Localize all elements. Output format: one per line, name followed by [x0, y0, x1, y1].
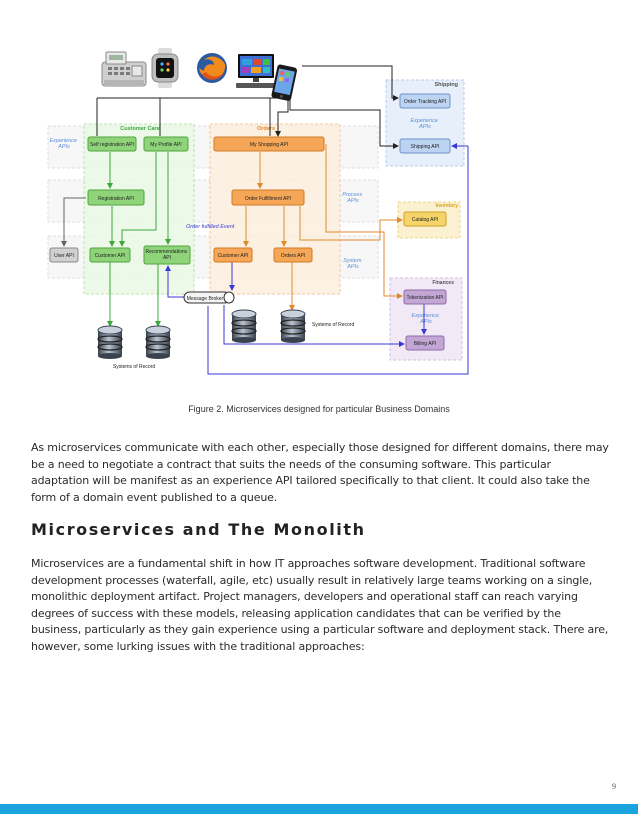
customer-api-box-left — [89, 247, 131, 263]
orders-api-box — [273, 247, 313, 263]
connector-phone-to-my-shopping — [275, 98, 289, 137]
database-icon-1 — [97, 325, 123, 359]
connector-shopping-to-tokenization — [325, 144, 403, 299]
message-broker: Message Broker — [183, 291, 235, 304]
orders-api-label: Orders API — [281, 253, 305, 259]
customer-api-label-left: Customer API — [95, 253, 126, 259]
page-number: 9 — [612, 782, 616, 791]
layer-label-experience-finances: Experience APIs — [411, 313, 440, 325]
firefox-browser-icon — [197, 53, 227, 83]
order-tracking-api-label: Order Tracking API — [404, 99, 446, 105]
connector-broker-to-recommendations — [165, 265, 184, 298]
my-profile-api-box — [143, 136, 189, 152]
customer-care-zone — [83, 123, 195, 295]
database-icon-2 — [145, 325, 171, 359]
layer-label-experience-shipping: Experience APIs — [410, 118, 439, 130]
my-shopping-api-box — [213, 136, 325, 152]
footer-bar — [0, 804, 638, 814]
billing-api-box — [405, 335, 445, 351]
tokenization-api-box — [403, 289, 447, 305]
my-shopping-api-label: My Shopping API — [250, 142, 288, 148]
registration-api-label: Registration API — [98, 196, 134, 202]
connector-phone-to-shipping — [289, 98, 399, 149]
zone-title-finances: Finances — [432, 280, 454, 286]
billing-api-label: Billing API — [414, 341, 437, 347]
my-profile-api-label: My Profile API — [150, 142, 181, 148]
layer-label-experience: Experience APIs — [49, 138, 78, 150]
user-api-label: User API — [54, 253, 74, 259]
connector-broker-to-billing — [223, 305, 405, 347]
layer-label-process: Process APIs — [342, 192, 363, 204]
database-icon-3 — [231, 309, 257, 343]
zone-title-orders: Orders — [257, 126, 275, 132]
catalog-api-box — [403, 211, 447, 227]
customer-api-label-orders: Customer API — [218, 253, 249, 259]
body-paragraph-2: Microservices are a fundamental shift in… — [31, 557, 609, 653]
registration-api-box — [87, 189, 145, 206]
order-fulfillment-api-label: Order Fulfillment API — [245, 196, 291, 202]
microservices-diagram: Customer Care Orders Shipping Inventory … — [47, 48, 469, 375]
self-registration-api-box — [87, 136, 137, 152]
systems-of-record-label-right: Systems of Record — [312, 322, 354, 328]
connector-fulfillment-to-catalog — [299, 206, 403, 241]
layer-label-system: System APIs — [343, 258, 363, 270]
message-broker-label: Message Broker — [187, 296, 224, 302]
smartphone-icon — [271, 64, 298, 101]
cash-register-icon — [101, 51, 147, 87]
connector-registration-to-user — [61, 197, 86, 247]
catalog-api-label: Catalog API — [412, 217, 438, 223]
order-fulfillment-api-box — [231, 189, 305, 206]
shipping-api-label: Shipping API — [411, 144, 440, 150]
recommendations-api-label: Recommendations API — [145, 249, 188, 261]
connector-my-profile-to-customer — [119, 152, 157, 247]
recommendations-api-box — [143, 245, 191, 265]
body-paragraph-1: As microservices communicate with each o… — [31, 441, 609, 504]
order-tracking-api-box — [399, 93, 451, 109]
zone-title-customer-care: Customer Care — [120, 126, 159, 132]
zone-title-inventory: Inventory — [435, 203, 458, 209]
desktop-computer-icon — [236, 54, 276, 88]
section-heading: Microservices and The Monolith — [31, 520, 366, 539]
connector-shipping-loop — [207, 146, 469, 375]
database-icon-4 — [280, 309, 306, 343]
connector-devices-to-apis — [96, 97, 290, 136]
connector-phone-to-order-tracking — [302, 65, 399, 101]
zone-title-shipping: Shipping — [434, 82, 458, 88]
tokenization-api-label: Tokenization API — [407, 295, 444, 301]
self-registration-api-label: Self registration API — [90, 142, 134, 148]
customer-api-box-orders — [213, 247, 253, 263]
order-fulfilled-event-label: Order fulfilled Event — [186, 224, 235, 230]
smartwatch-icon — [151, 48, 179, 88]
systems-of-record-label-left: Systems of Record — [113, 364, 155, 370]
figure-caption: Figure 2. Microservices designed for par… — [188, 404, 450, 414]
user-api-box — [49, 247, 79, 263]
shipping-api-box — [399, 138, 451, 154]
